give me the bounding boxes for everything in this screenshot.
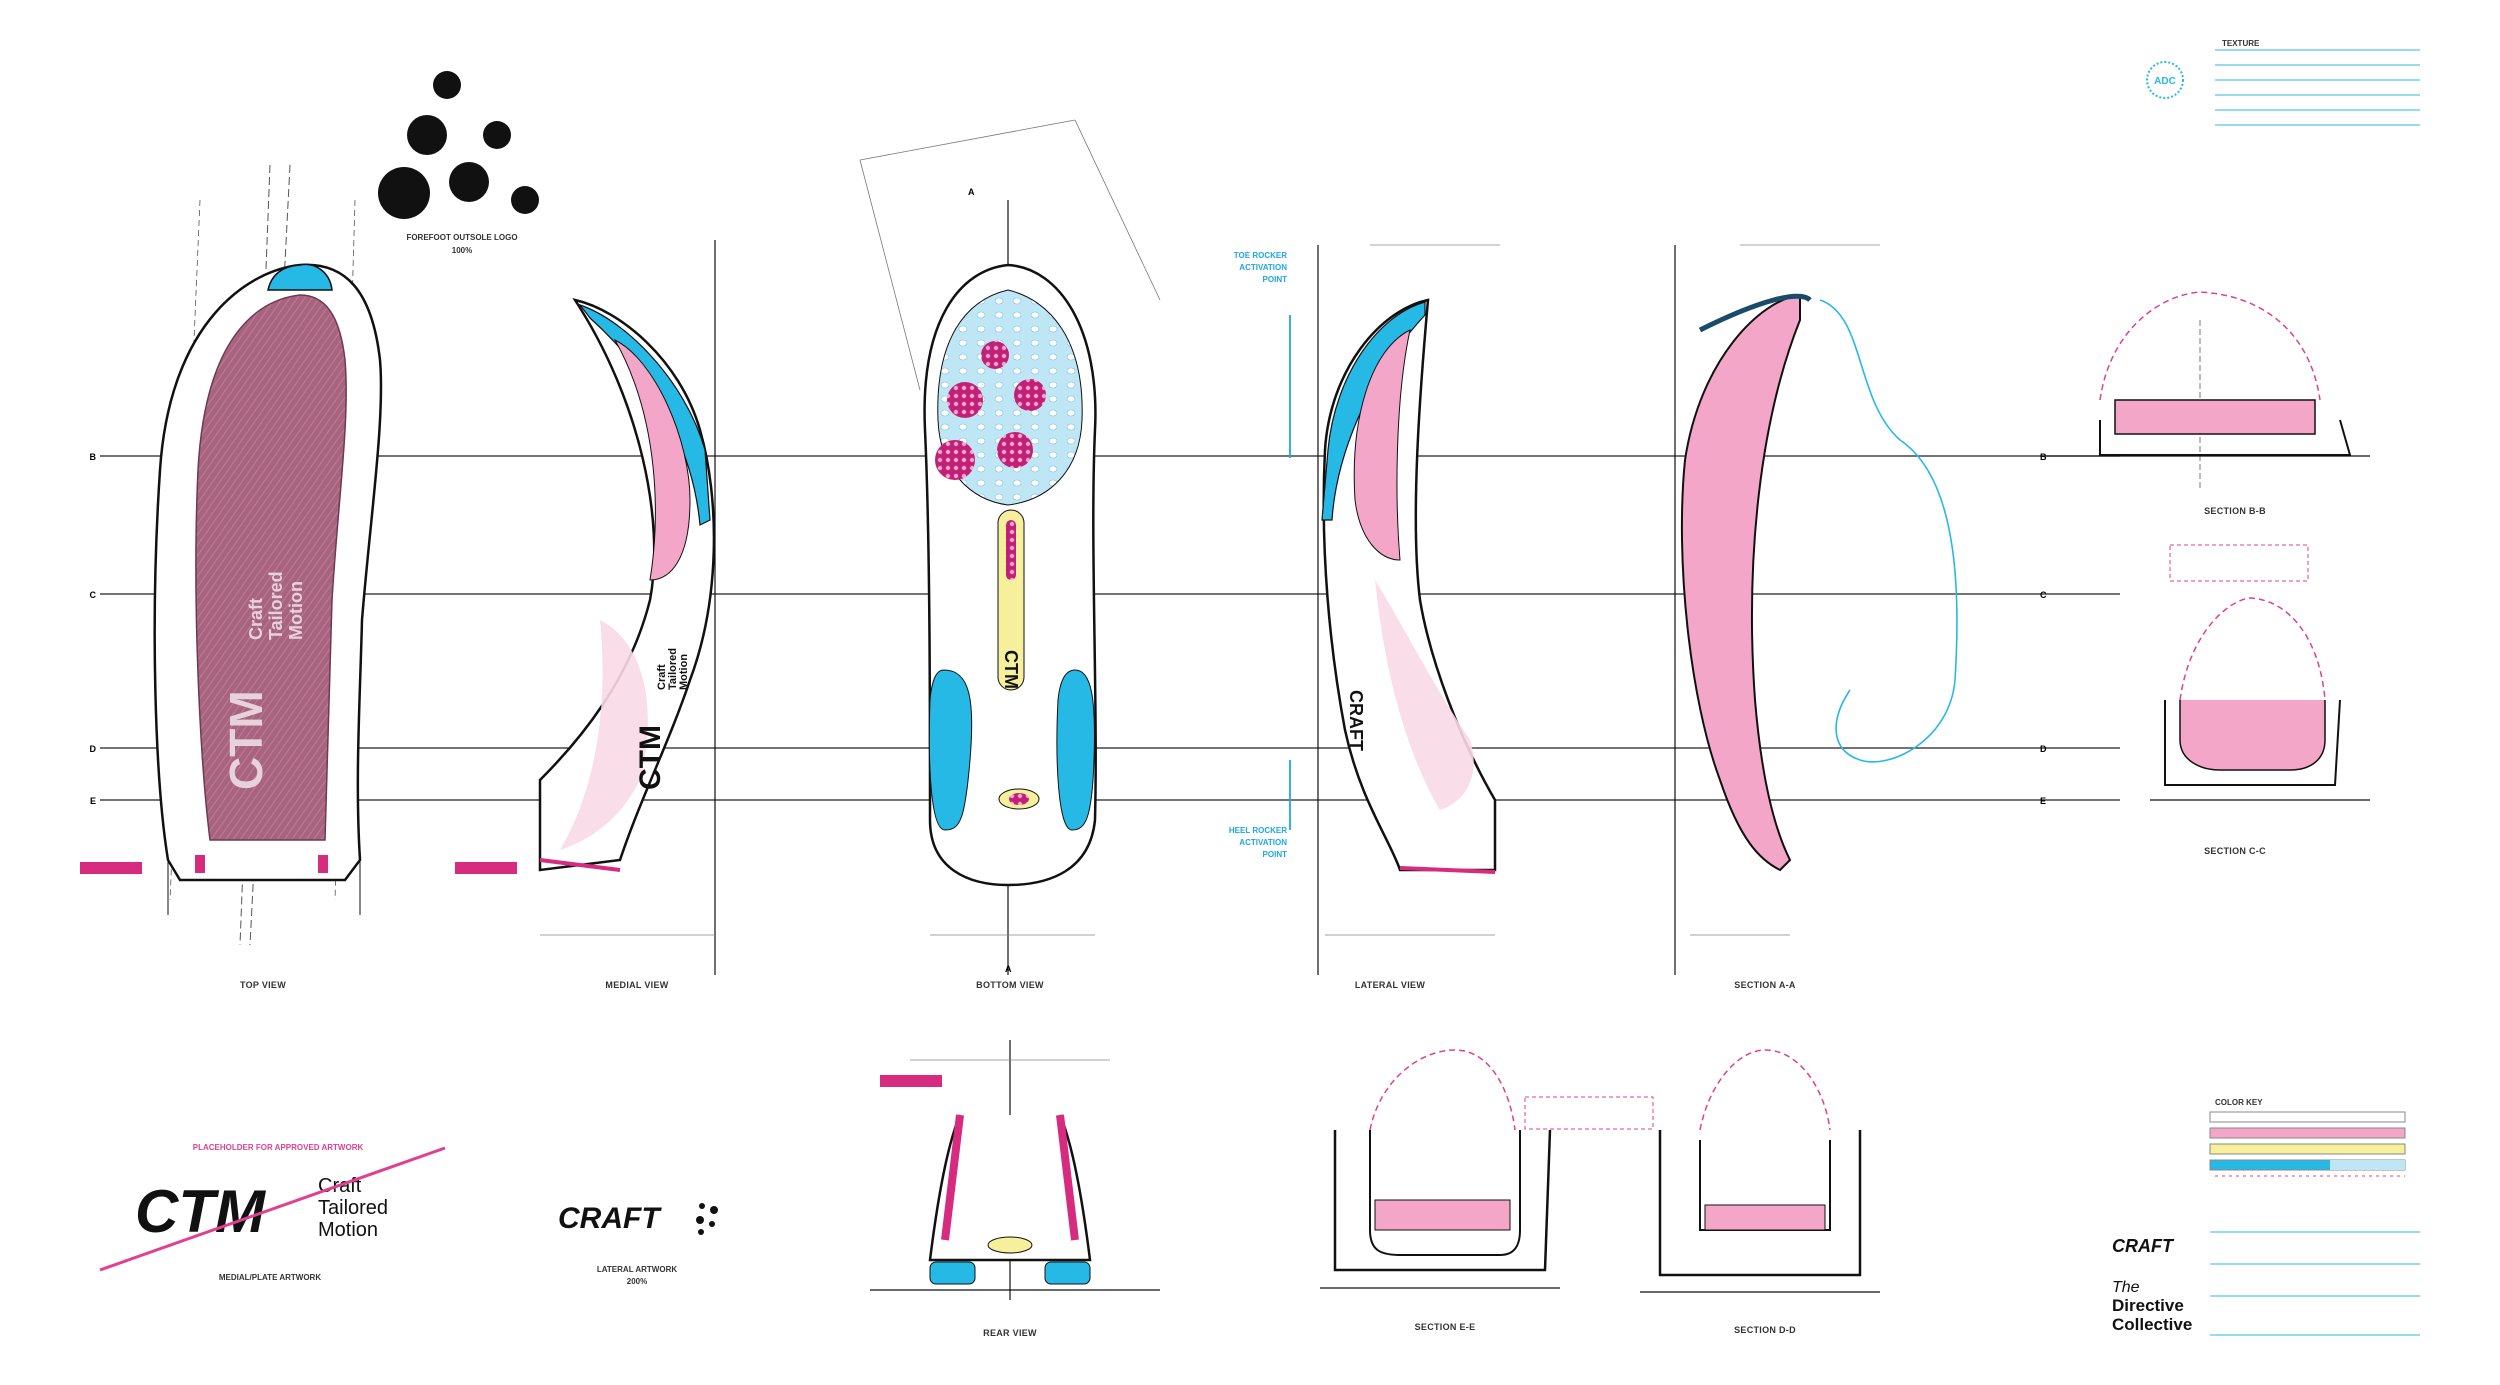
section-aa-label: SECTION A-A [1734,980,1796,990]
section-dd-label: SECTION D-D [1734,1325,1796,1335]
lateral-artwork: CRAFT LATERAL ARTWORK 200% [558,1202,718,1286]
section-letters-left: B C D E B C D E [90,452,2048,806]
brand-craft-logo: CRAFT [2112,1236,2175,1256]
heel-rocker-label: HEEL ROCKER ACTIVATION POINT [1229,826,1287,859]
section-bb-view [2040,291,2370,490]
section-letter-d-right: D [2040,744,2047,754]
artwork-strike-line [99,1146,446,1272]
ctm-wordmark-line2: Tailored [318,1197,388,1219]
section-cc-label: SECTION C-C [2204,846,2266,856]
section-ee-view [1320,1049,1654,1289]
medial-plate-artwork: PLACEHOLDER FOR APPROVED ARTWORK CTM Cra… [99,1143,446,1282]
lateral-view: CRAFT [1289,245,1497,975]
top-view-insole [195,294,347,841]
top-view-color-swatch [80,862,142,874]
heel-rocker-line3: POINT [1263,850,1288,859]
bottom-view-label: BOTTOM VIEW [976,980,1044,990]
top-view-toe-cap [267,263,333,291]
lateral-artwork-scale: 200% [627,1277,647,1286]
section-letter-e: E [90,796,96,806]
top-view-watermark-line2: Tailored [266,571,286,640]
dimension-lines [540,244,1880,1061]
section-lines [100,455,2120,801]
section-letter-b-right: B [2040,452,2047,462]
brand-directive-line2: Directive [2112,1296,2184,1315]
medial-view-ctm-line1: Craft [656,664,668,690]
medial-view: Craft Tailored Motion CTM [538,240,716,975]
texture-title: TEXTURE [2222,39,2260,48]
toe-rocker-line1: TOE ROCKER [1234,251,1287,260]
top-view-watermark-line1: Craft [246,598,266,640]
color-key: COLOR KEY [2209,1098,2406,1177]
brand-directive-line1: The [2112,1279,2140,1296]
bottom-view: CTM [859,119,1161,975]
forefoot-logo-scale: 100% [452,246,472,255]
rear-view [870,1040,1160,1300]
bottom-view-forefoot-pods [937,289,1083,506]
section-bb-label: SECTION B-B [2204,506,2266,516]
toe-rocker-line3: POINT [1263,275,1288,284]
color-key-title: COLOR KEY [2215,1098,2263,1107]
toe-rocker-label: TOE ROCKER ACTIVATION POINT [1234,251,1287,284]
texture-card: ADC TEXTURE [2146,39,2420,126]
bottom-view-magenta-pods [935,341,1046,480]
artwork-placeholder-label: PLACEHOLDER FOR APPROVED ARTWORK [193,1143,364,1152]
lateral-artwork-caption: LATERAL ARTWORK [597,1265,678,1274]
heel-rocker-line2: ACTIVATION [1239,838,1287,847]
craft-wordmark-large: CRAFT [558,1202,662,1235]
ctm-wordmark-line3: Motion [318,1219,378,1241]
medial-view-color-swatch [455,862,517,874]
section-aa-view [1674,245,1958,975]
adc-badge-text: ADC [2154,76,2176,87]
medial-artwork-caption: MEDIAL/PLATE ARTWORK [219,1273,321,1282]
forefoot-dots-logo [378,71,539,219]
medial-view-ctm-line2: Tailored [667,648,679,690]
medial-view-ctm-line3: Motion [678,654,690,690]
section-letter-c: C [90,590,97,600]
top-view: Craft Tailored Motion CTM [153,164,383,946]
bottom-axis-letter-bottom: A [1005,964,1012,974]
brand-block: CRAFT The Directive Collective [2112,1231,2420,1336]
rear-view-label: REAR VIEW [983,1328,1037,1338]
section-letter-b: B [90,452,97,462]
section-dd-view [1640,1049,1880,1293]
top-view-watermark-line3: Motion [286,581,306,640]
section-letter-e-right: E [2040,796,2046,806]
lateral-view-label: LATERAL VIEW [1355,980,1425,990]
top-view-watermark-mark: CTM [220,690,272,790]
medial-view-ctm-mark: CTM [634,725,667,790]
rear-view-color-swatch [880,1075,942,1087]
heel-rocker-line1: HEEL ROCKER [1229,826,1287,835]
toe-rocker-line2: ACTIVATION [1239,263,1287,272]
forefoot-logo-caption: FOREFOOT OUTSOLE LOGO [406,233,517,242]
section-cc-view [2150,544,2370,801]
section-letter-c-right: C [2040,590,2047,600]
brand-directive-line3: Collective [2112,1315,2192,1334]
bottom-view-ctm-mark: CTM [1001,650,1021,689]
section-letter-d: D [90,744,97,754]
medial-view-label: MEDIAL VIEW [605,980,668,990]
section-ee-label: SECTION E-E [1415,1322,1476,1332]
top-view-label: TOP VIEW [240,980,286,990]
bottom-axis-letter-top: A [968,187,975,197]
lateral-view-craft-word: CRAFT [1346,690,1366,751]
